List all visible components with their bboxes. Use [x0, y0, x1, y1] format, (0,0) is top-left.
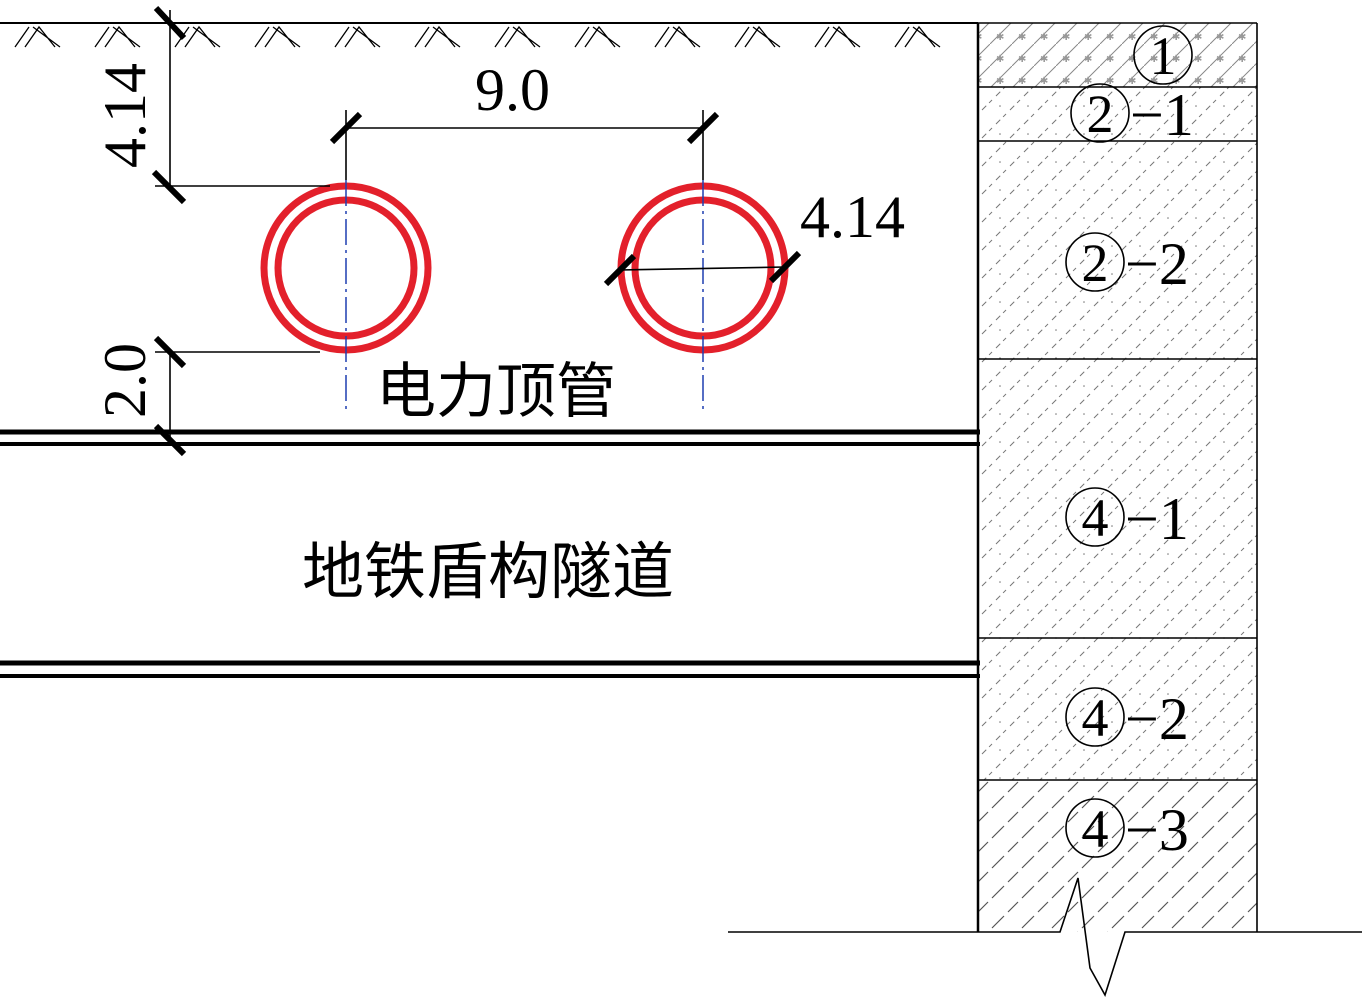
- soil-layer-label: 4 −1: [1065, 486, 1189, 552]
- ground-symbols: [14, 25, 941, 48]
- break-line-symbol: [728, 877, 1362, 998]
- soil-layer-label: 2 −1: [1070, 82, 1194, 148]
- soil-layer-4-3: [978, 780, 1257, 932]
- ground-hatch-symbol: [414, 25, 461, 48]
- ground-hatch-symbol: [734, 25, 781, 48]
- ground-hatch-symbol: [14, 25, 61, 48]
- layer-suffix: −2: [1125, 231, 1189, 297]
- pipe-label: 电力顶管: [376, 357, 616, 427]
- layer-suffix: −1: [1130, 82, 1194, 148]
- ground-hatch-symbol: [94, 25, 141, 48]
- tunnel-label: 地铁盾构隧道: [302, 535, 674, 608]
- ground-hatch-symbol: [334, 25, 381, 48]
- clearance-dim: 2.0: [92, 343, 158, 418]
- soil-layer-4-2: [978, 638, 1257, 780]
- cover-depth-dim: 4.14: [92, 63, 158, 168]
- soil-layer-label: 4 −2: [1065, 686, 1189, 752]
- soil-layer-1: [978, 23, 1257, 87]
- ground-hatch-symbol: [814, 25, 861, 48]
- layer-number: 4: [1082, 688, 1109, 748]
- soil-column: 12−12−24−14−24−3: [728, 22, 1362, 998]
- ground-hatch-symbol: [494, 25, 541, 48]
- layer-number: 2: [1087, 84, 1114, 144]
- ground-hatch-symbol: [254, 25, 301, 48]
- layer-number-circle: [1065, 687, 1125, 747]
- layer-number: 1: [1150, 26, 1177, 86]
- layer-suffix: −2: [1125, 686, 1189, 752]
- pipe-diameter-dim: 4.14: [800, 184, 905, 250]
- soil-layer-label: 4 −3: [1065, 797, 1189, 863]
- layer-suffix: −1: [1125, 486, 1189, 552]
- dimension-lines: [155, 10, 786, 440]
- soil-layer-2-2: [978, 141, 1257, 359]
- ground-hatch-symbol: [894, 25, 941, 48]
- layer-number-circle: [1070, 83, 1130, 143]
- layer-number: 4: [1082, 488, 1109, 548]
- soil-layer-label: 2 −2: [1065, 231, 1189, 297]
- layer-number-circle: [1065, 232, 1125, 292]
- layer-number-circle: [1065, 798, 1125, 858]
- soil-layer-2-1: [978, 87, 1257, 141]
- layer-suffix: −3: [1125, 797, 1189, 863]
- layer-number-circle: [1065, 487, 1125, 547]
- layer-number-circle: [1133, 25, 1193, 85]
- layer-number: 2: [1082, 233, 1109, 293]
- dimension-ticks: [151, 5, 802, 457]
- pipe-spacing-dim: 9.0: [475, 57, 550, 123]
- layer-number: 4: [1082, 799, 1109, 859]
- soil-layer-label: 1: [1133, 25, 1193, 86]
- ground-hatch-symbol: [574, 25, 621, 48]
- ground-hatch-symbol: [654, 25, 701, 48]
